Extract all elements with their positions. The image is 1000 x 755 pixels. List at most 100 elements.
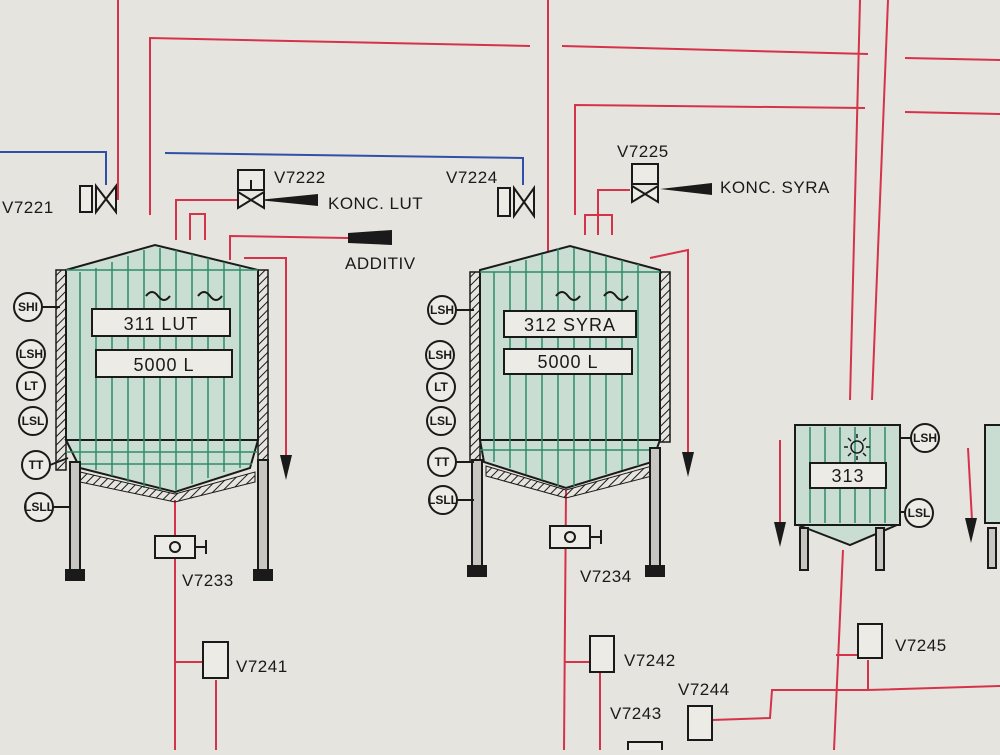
tank-311-jacket-right: [257, 269, 269, 461]
arrow-additiv: [348, 230, 392, 245]
tank-311-agitators: [145, 291, 223, 301]
instrument-311-lsll: LSLL: [24, 492, 70, 522]
return-312: [649, 248, 689, 460]
svg-text:LSH: LSH: [913, 431, 937, 445]
return-right: [967, 447, 973, 521]
instrument-313-lsh: LSH: [900, 423, 940, 453]
valve-boxes: [202, 623, 883, 755]
svg-text:SHI: SHI: [18, 300, 38, 314]
tank-312-body: [479, 244, 661, 441]
label-v7245: V7245: [895, 636, 947, 655]
svg-text:LSL: LSL: [22, 414, 45, 428]
tank-313-bottom: [797, 524, 898, 547]
tank-313: 313: [794, 424, 901, 571]
supply-line-312: [164, 152, 524, 185]
inlet-labels: KONC. LUT ADDITIV KONC. SYRA: [328, 178, 830, 273]
sun-icon: [844, 434, 870, 460]
valve-v7224-symbol: [497, 184, 535, 220]
svg-text:LSL: LSL: [908, 506, 931, 520]
process-line-313-feed: [574, 103, 866, 215]
instrument-313-lsl: LSL: [900, 498, 934, 528]
process-line-top-3: [904, 57, 1000, 61]
instruments-312: LSH LSH LT LSL TT LSLL: [425, 295, 474, 515]
arrow-return-311: [280, 455, 292, 480]
label-v7225: V7225: [617, 142, 669, 161]
arrow-return-right: [965, 518, 977, 543]
tank-312-legs: [467, 447, 665, 577]
konc-lut-branch: [175, 199, 238, 240]
svg-text:LT: LT: [434, 380, 448, 394]
tank-311-body: [65, 243, 259, 441]
svg-text:LSLL: LSLL: [428, 493, 458, 507]
tank-311-volume-box: [95, 349, 233, 378]
label-v7242: V7242: [624, 651, 676, 670]
svg-text:LSH: LSH: [19, 347, 43, 361]
label-v7224: V7224: [446, 168, 498, 187]
valve-v7241-box: [202, 641, 229, 679]
supply-lines: [0, 151, 524, 185]
tank-312-name: 312 SYRA: [524, 315, 616, 335]
return-311: [244, 257, 287, 460]
konc-lut-branch-2: [189, 213, 206, 240]
valve-v7244-box: [687, 705, 713, 741]
arrow-return-312: [682, 452, 694, 477]
konc-syra-branch: [597, 189, 630, 235]
svg-text:LT: LT: [24, 379, 38, 393]
tank-312-cone: [478, 439, 662, 490]
instrument-311-lsh: LSH: [16, 339, 46, 369]
valve-v7233-symbol: [154, 535, 207, 559]
label-v7222: V7222: [274, 168, 326, 187]
label-v7233: V7233: [182, 571, 234, 590]
tank-312-name-box: [503, 310, 637, 338]
instrument-311-shi: SHI: [13, 292, 60, 322]
svg-text:LSH: LSH: [430, 303, 454, 317]
instrument-312-lt: LT: [426, 372, 456, 402]
process-line-vertical-3: [871, 0, 889, 401]
process-lines: [117, 0, 1000, 751]
instrument-311-lsl: LSL: [18, 406, 48, 436]
instrument-312-tt: TT: [427, 447, 474, 477]
tank-312-jacket-right: [659, 271, 671, 443]
tank-311-jacket-left: [55, 269, 67, 471]
instrument-312-lsl: LSL: [426, 406, 456, 436]
tank-312-volume: 5000 L: [537, 352, 598, 372]
label-konc-syra: KONC. SYRA: [720, 178, 830, 197]
tank-313-name-box: [809, 462, 887, 489]
tank-312-jacket-left: [469, 271, 481, 463]
valve-extra-box: [627, 741, 663, 755]
label-additiv: ADDITIV: [345, 254, 416, 273]
tank-313-name: 313: [831, 466, 864, 486]
instrument-312-lsh-top: LSH: [427, 295, 474, 325]
flow-arrows: [258, 183, 977, 547]
tank-311: 311 LUT 5000 L: [55, 243, 273, 581]
tank-313-legs: [799, 527, 885, 571]
additiv-branch: [229, 234, 349, 260]
instrument-312-lsll: LSLL: [428, 485, 474, 515]
tank-partial-right: [984, 424, 1000, 569]
instrument-312-lsh: LSH: [425, 340, 455, 370]
tank-311-volume: 5000 L: [133, 355, 194, 375]
svg-text:TT: TT: [435, 455, 450, 469]
label-konc-lut: KONC. LUT: [328, 194, 423, 213]
supply-line-311: [0, 151, 107, 185]
label-v7244: V7244: [678, 680, 730, 699]
process-line-vertical-4: [849, 0, 861, 401]
process-line-top-2: [561, 45, 869, 55]
outlet-313: [833, 549, 844, 751]
label-v7221: V7221: [2, 198, 54, 217]
instruments-311: SHI LSH LT LSL TT LSLL: [13, 292, 70, 522]
tank-311-name-box: [91, 308, 231, 337]
label-v7234: V7234: [580, 567, 632, 586]
label-v7243: V7243: [610, 704, 662, 723]
valve-v7234-symbol: [549, 525, 602, 549]
valve-v7242-box: [589, 635, 615, 673]
tank-311-legs: [65, 459, 273, 581]
v7244-line: [711, 689, 868, 721]
valve-v7222-symbol: [237, 169, 265, 210]
arrow-konc-lut: [258, 194, 318, 206]
svg-text:LSL: LSL: [430, 414, 453, 428]
instrument-311-tt: TT: [21, 450, 69, 480]
svg-text:TT: TT: [29, 458, 44, 472]
